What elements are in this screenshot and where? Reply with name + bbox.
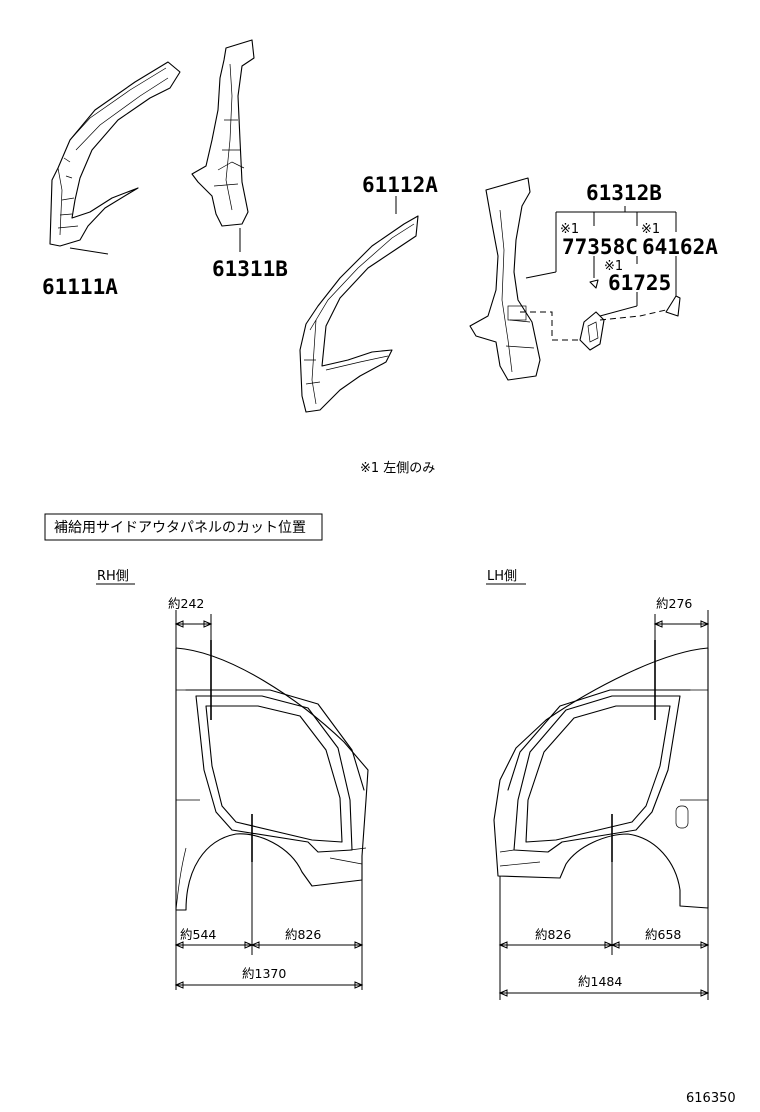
- assembly-dashed-line: [599, 309, 667, 321]
- left-side-only-note: ※1 左側のみ: [360, 461, 435, 476]
- lh-side-label: LH側: [487, 569, 517, 584]
- rh-lower-left-dimension: 約544: [180, 927, 216, 942]
- part-61112A-drawing: [299, 215, 419, 413]
- lh-panel-drawing: [493, 647, 709, 909]
- part-61111A-drawing: [49, 61, 181, 247]
- part-label-61111A: 61111A: [42, 275, 118, 299]
- mark-77358C: ※1: [560, 222, 579, 237]
- cut-position-title: 補給用サイドアウタパネルのカット位置: [54, 520, 306, 536]
- rh-lower-right-dimension: 約826: [285, 927, 321, 942]
- lh-dimension-lines: [498, 610, 710, 1000]
- part-61311B-drawing: [191, 39, 255, 252]
- lh-lower-left-dimension: 約826: [535, 927, 571, 942]
- mark-61725: ※1: [604, 259, 623, 274]
- part-label-61725: 61725: [608, 271, 671, 295]
- part-label-61311B: 61311B: [212, 257, 288, 281]
- part-61725-drawing: [579, 279, 605, 351]
- rh-side-label: RH側: [97, 569, 129, 584]
- mark-64162A: ※1: [641, 222, 660, 237]
- lh-total-dimension: 約1484: [578, 974, 622, 989]
- part-label-64162A: 64162A: [642, 235, 718, 259]
- lh-lower-right-dimension: 約658: [645, 927, 681, 942]
- figure-number: 616350: [686, 1091, 736, 1106]
- part-64162A-drawing: [665, 295, 681, 317]
- lh-top-dimension: 約276: [656, 596, 692, 611]
- assembly-dashed-line: [520, 311, 578, 341]
- rh-total-dimension: 約1370: [242, 966, 286, 981]
- rh-top-dimension: 約242: [168, 596, 204, 611]
- part-label-61312B: 61312B: [586, 181, 662, 205]
- cut-position-title-box: [44, 513, 323, 541]
- part-label-61112A: 61112A: [362, 173, 438, 197]
- part-label-77358C: 77358C: [562, 235, 638, 259]
- rh-panel-drawing: [175, 647, 369, 911]
- part-61312B-drawing: [469, 177, 541, 381]
- leader-lines: [69, 196, 677, 317]
- rh-dimension-lines: [174, 610, 364, 990]
